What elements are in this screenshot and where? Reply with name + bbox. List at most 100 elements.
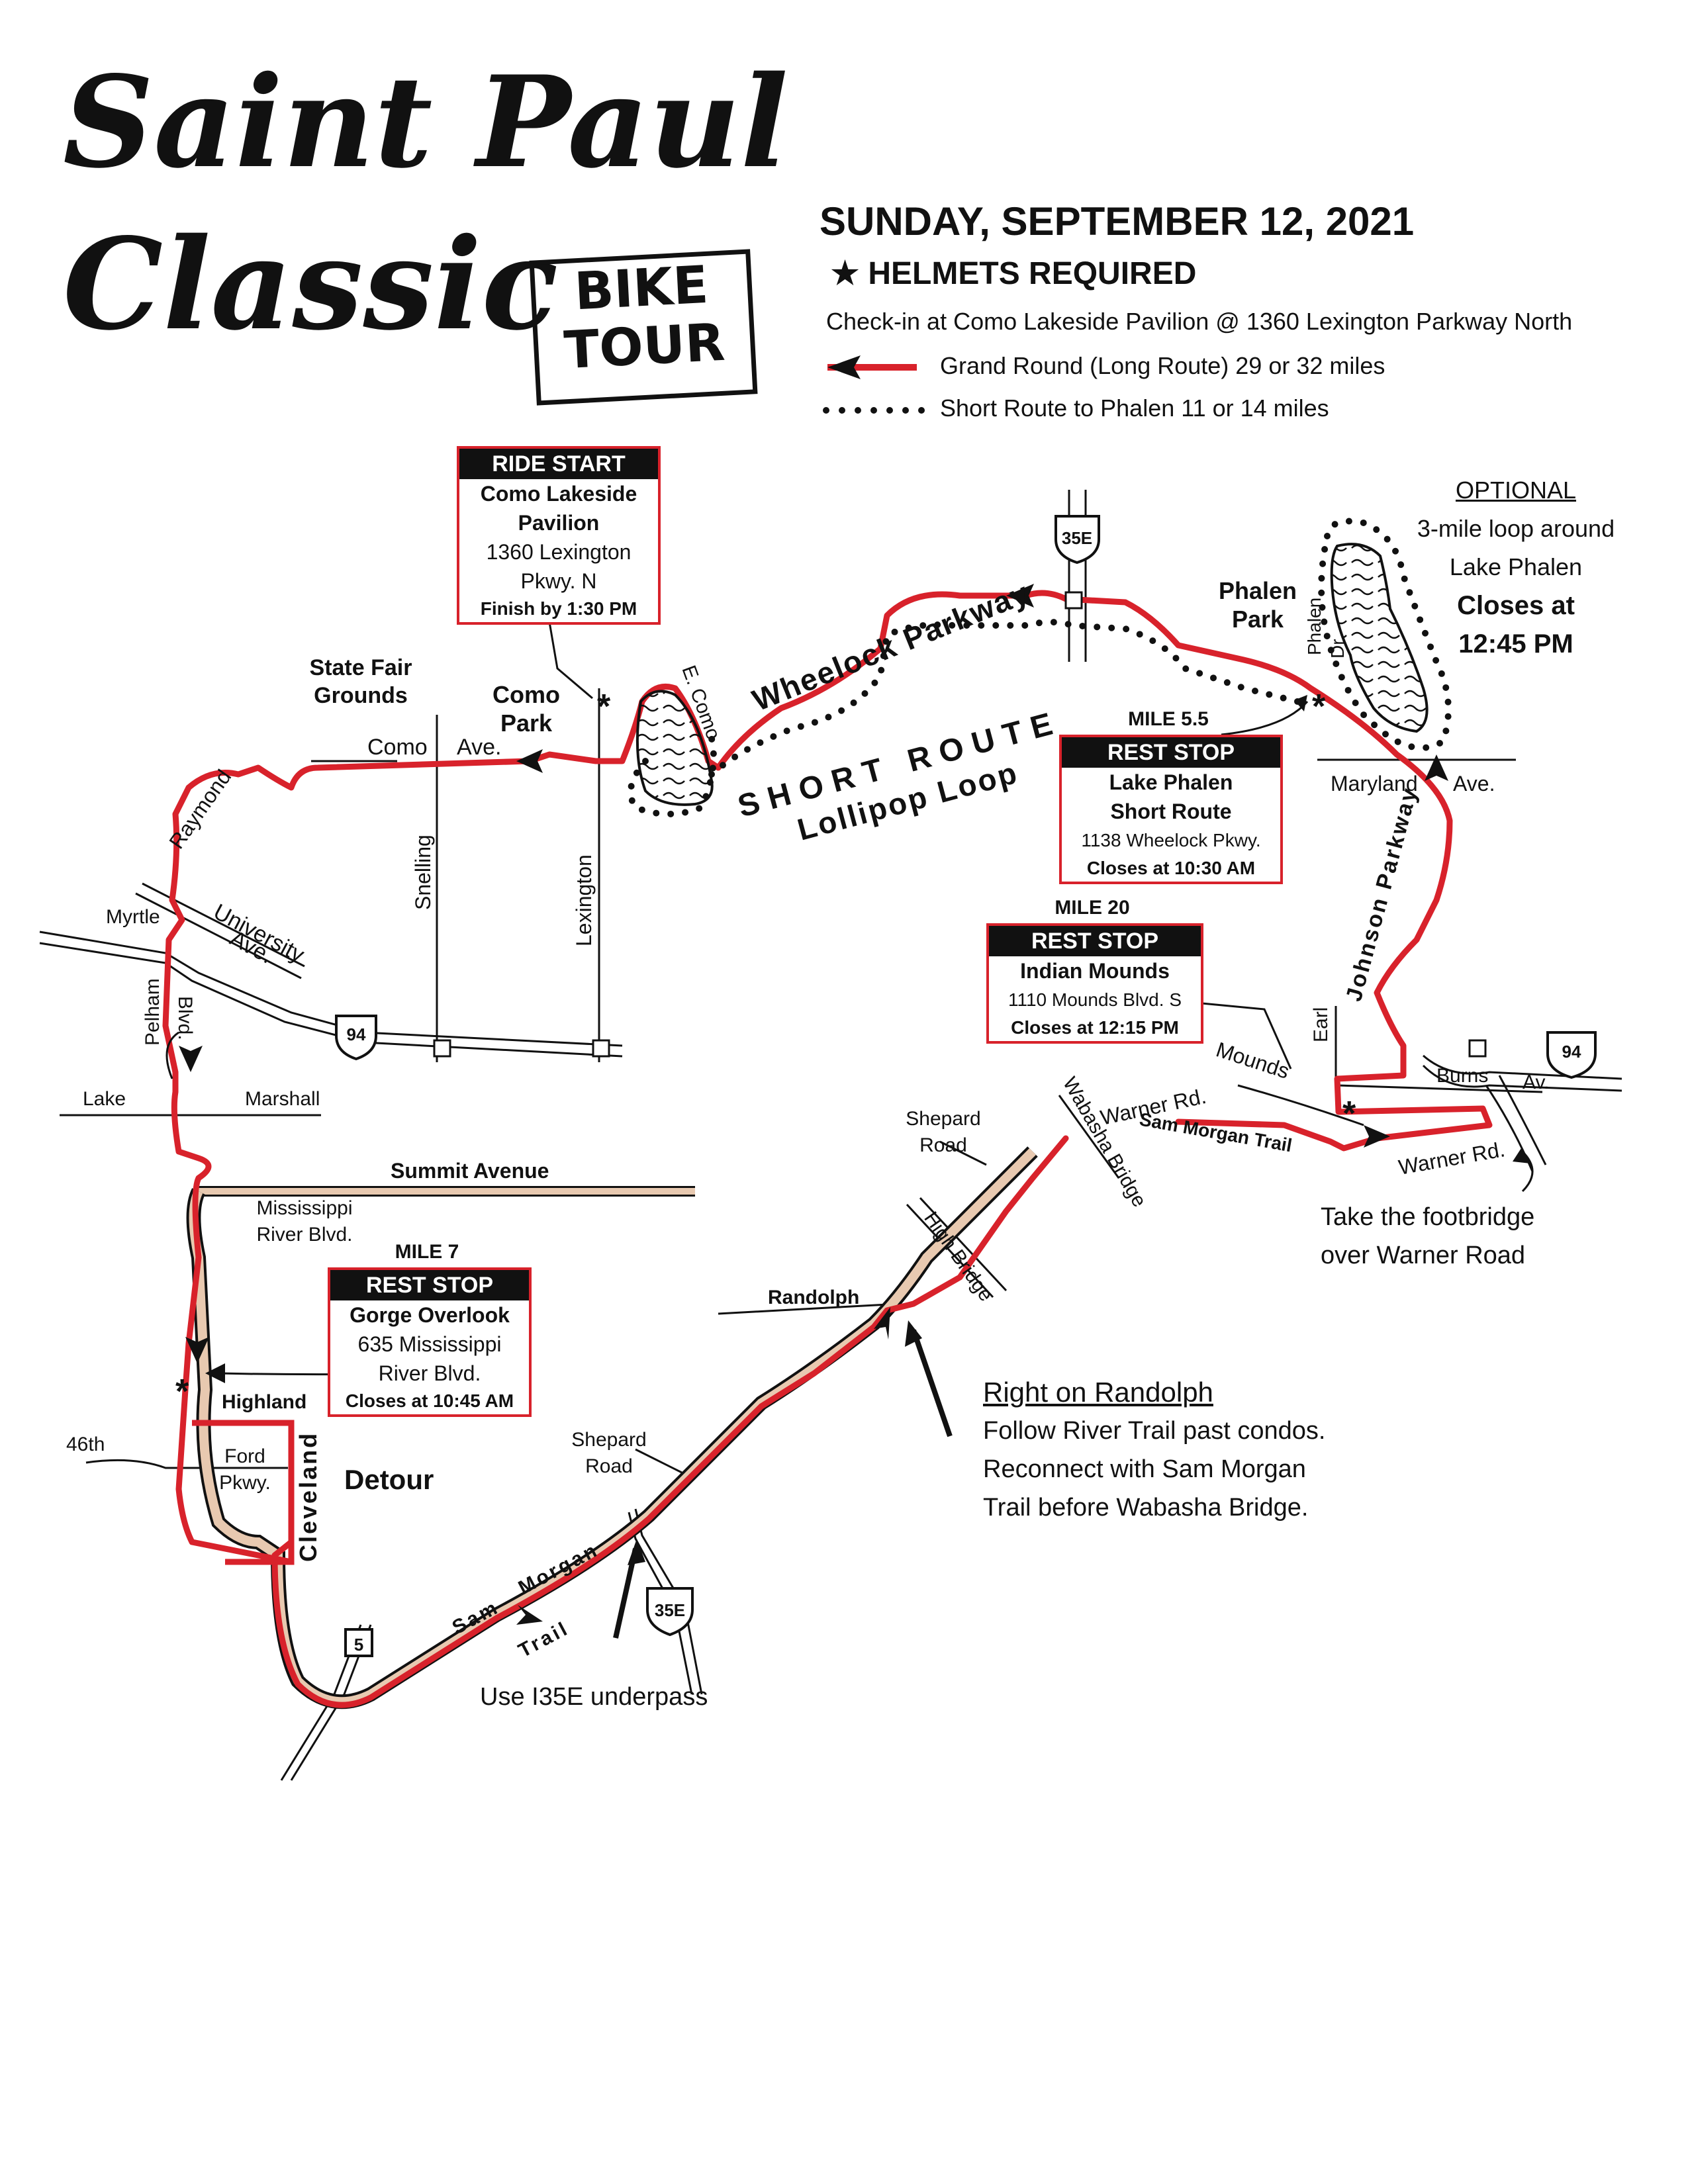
stop-mounds-box: REST STOP Indian Mounds 1110 Mounds Blvd… [986, 923, 1203, 1044]
label-ford-2: Pkwy. [219, 1472, 271, 1494]
randolph-note-title: Right on Randolph [983, 1377, 1213, 1408]
label-como-ave: Como [367, 735, 428, 760]
label-detour: Detour [344, 1464, 434, 1495]
label-lake: Lake [83, 1088, 126, 1110]
logo-badge: BIKE TOUR [529, 249, 758, 406]
label-wabasha: Wabasha Bridge [1058, 1073, 1150, 1211]
i35e-top-label: 35E [1062, 528, 1092, 548]
randolph-note-line1: Follow River Trail past condos. [983, 1417, 1326, 1445]
footbridge-note-line2: over Warner Road [1321, 1242, 1526, 1269]
underpass-note: Use I35E underpass [480, 1683, 708, 1711]
label-state-fair-2: Grounds [314, 683, 408, 708]
label-46th: 46th [66, 1433, 105, 1455]
ride-start-line5: Finish by 1:30 PM [480, 598, 637, 619]
label-shepard-2b: Road [585, 1455, 633, 1477]
i94-left-label: 94 [347, 1024, 366, 1044]
stop-gorge-mile: MILE 7 [395, 1241, 459, 1263]
i94-right-shield [1468, 1031, 1597, 1079]
rest-stop-asterisks: * * * * [175, 688, 1356, 1411]
hwy5-shield [344, 1628, 373, 1657]
randolph-note-line2: Reconnect with Sam Morgan [983, 1455, 1306, 1483]
label-randolph: Randolph [768, 1287, 859, 1308]
label-sam-morgan-trail-top: Sam Morgan Trail [1138, 1109, 1293, 1156]
ride-start-line4: Pkwy. N [520, 569, 597, 593]
stop-mounds-line1: Indian Mounds [1020, 959, 1170, 983]
label-summit: Summit Avenue [391, 1159, 549, 1183]
label-maryland-b: Ave. [1453, 772, 1495, 796]
logo-badge-tour: TOUR [562, 312, 727, 381]
label-pelham: Pelham [142, 978, 164, 1046]
stop-mounds-line2: 1110 Mounds Blvd. S [1008, 989, 1182, 1010]
stop-phalen-line1: Lake Phalen [1109, 770, 1233, 794]
label-myrtle: Myrtle [106, 906, 160, 928]
label-ford: Ford [224, 1445, 265, 1467]
label-como-ave-b: Ave. [457, 735, 501, 760]
lake-como [635, 690, 714, 806]
short-route-dots [627, 518, 1452, 817]
label-johnson: Johnson Parkway [1341, 784, 1423, 1005]
label-burns: Burns [1436, 1065, 1488, 1087]
label-maryland: Maryland [1331, 772, 1418, 796]
randolph-note: Right on Randolph Follow River Trail pas… [983, 1373, 1325, 1527]
stop-mounds-line3: Closes at 12:15 PM [1011, 1017, 1179, 1038]
leader-arrowheads [205, 695, 1530, 1565]
label-miss-blvd: Mississippi [256, 1197, 352, 1219]
ride-start-box: RIDE START Como Lakeside Pavilion 1360 L… [457, 446, 661, 625]
label-cleveland: Cleveland [295, 1432, 322, 1562]
legend-long-route: Grand Round (Long Route) 29 or 32 miles [940, 352, 1385, 379]
stop-mounds-header: REST STOP [989, 926, 1201, 956]
helmets-required: ★ HELMETS REQUIRED [831, 256, 1197, 291]
footbridge-note-line1: Take the footbridge [1321, 1203, 1535, 1231]
hwy5-label: 5 [354, 1635, 363, 1655]
label-warner-2: Warner Rd. [1397, 1137, 1507, 1179]
label-marshall: Marshall [245, 1088, 320, 1110]
stop-gorge-header: REST STOP [330, 1270, 529, 1300]
label-earl: Earl [1310, 1007, 1332, 1042]
ride-start-line3: 1360 Lexington [486, 540, 632, 564]
ride-start-header: RIDE START [459, 449, 658, 479]
optional-line4: 12:45 PM [1458, 629, 1573, 659]
stop-phalen-line2: Short Route [1110, 799, 1232, 823]
logo-saint-paul: Saint Paul [63, 48, 788, 196]
stop-phalen-header: REST STOP [1062, 737, 1280, 768]
stop-phalen-mile: MILE 5.5 [1128, 708, 1209, 730]
randolph-note-line3: Trail before Wabasha Bridge. [983, 1494, 1309, 1522]
stop-gorge-box: REST STOP Gorge Overlook 635 Mississippi… [328, 1267, 532, 1417]
i35e-bottom-shield [646, 1587, 694, 1637]
i35e-bottom-label: 35E [655, 1600, 685, 1620]
event-date: SUNDAY, SEPTEMBER 12, 2021 [820, 199, 1415, 244]
direction-arrows [179, 584, 1448, 1625]
ride-start-line2: Pavilion [518, 511, 600, 535]
i94-right-label: 94 [1562, 1042, 1581, 1062]
label-shepard-2: Shepard [571, 1429, 646, 1451]
stop-gorge-line2: 635 Mississippi [357, 1332, 502, 1356]
i94-left-shield [335, 1015, 610, 1061]
label-state-fair: State Fair [310, 655, 412, 680]
label-wheelock: Wheelock Parkway [747, 575, 1034, 717]
logo-classic: Classic [63, 210, 559, 358]
label-snelling: Snelling [411, 835, 435, 910]
stop-phalen-line4: Closes at 10:30 AM [1086, 858, 1256, 878]
grand-round-route [162, 590, 1493, 1708]
stop-gorge-line3: River Blvd. [378, 1361, 481, 1385]
svg-text:*: * [1342, 1095, 1356, 1133]
label-burns-b: Av. [1523, 1071, 1550, 1093]
detour-route [192, 1420, 295, 1565]
svg-text:*: * [175, 1373, 189, 1411]
stop-phalen-box: REST STOP Lake Phalen Short Route 1138 W… [1059, 735, 1283, 884]
label-shepard-1b: Road [919, 1134, 967, 1156]
lake-phalen [1330, 543, 1429, 733]
stop-mounds-mile: MILE 20 [1055, 897, 1130, 919]
optional-line2: Lake Phalen [1449, 553, 1583, 580]
ride-start-line1: Como Lakeside [480, 482, 637, 506]
i35e-top-shield [1055, 515, 1100, 610]
label-phalen-dr: Phalen [1304, 598, 1325, 655]
footbridge-note: Take the footbridge over Warner Road [1321, 1198, 1534, 1275]
label-como-park-2: Park [500, 709, 553, 737]
label-lexington: Lexington [572, 854, 596, 946]
stop-gorge-line4: Closes at 10:45 AM [345, 1390, 514, 1411]
label-phalen-dr-2: Dr. [1327, 635, 1348, 659]
label-trail: Trail [515, 1617, 573, 1662]
optional-title: OPTIONAL [1455, 477, 1577, 504]
